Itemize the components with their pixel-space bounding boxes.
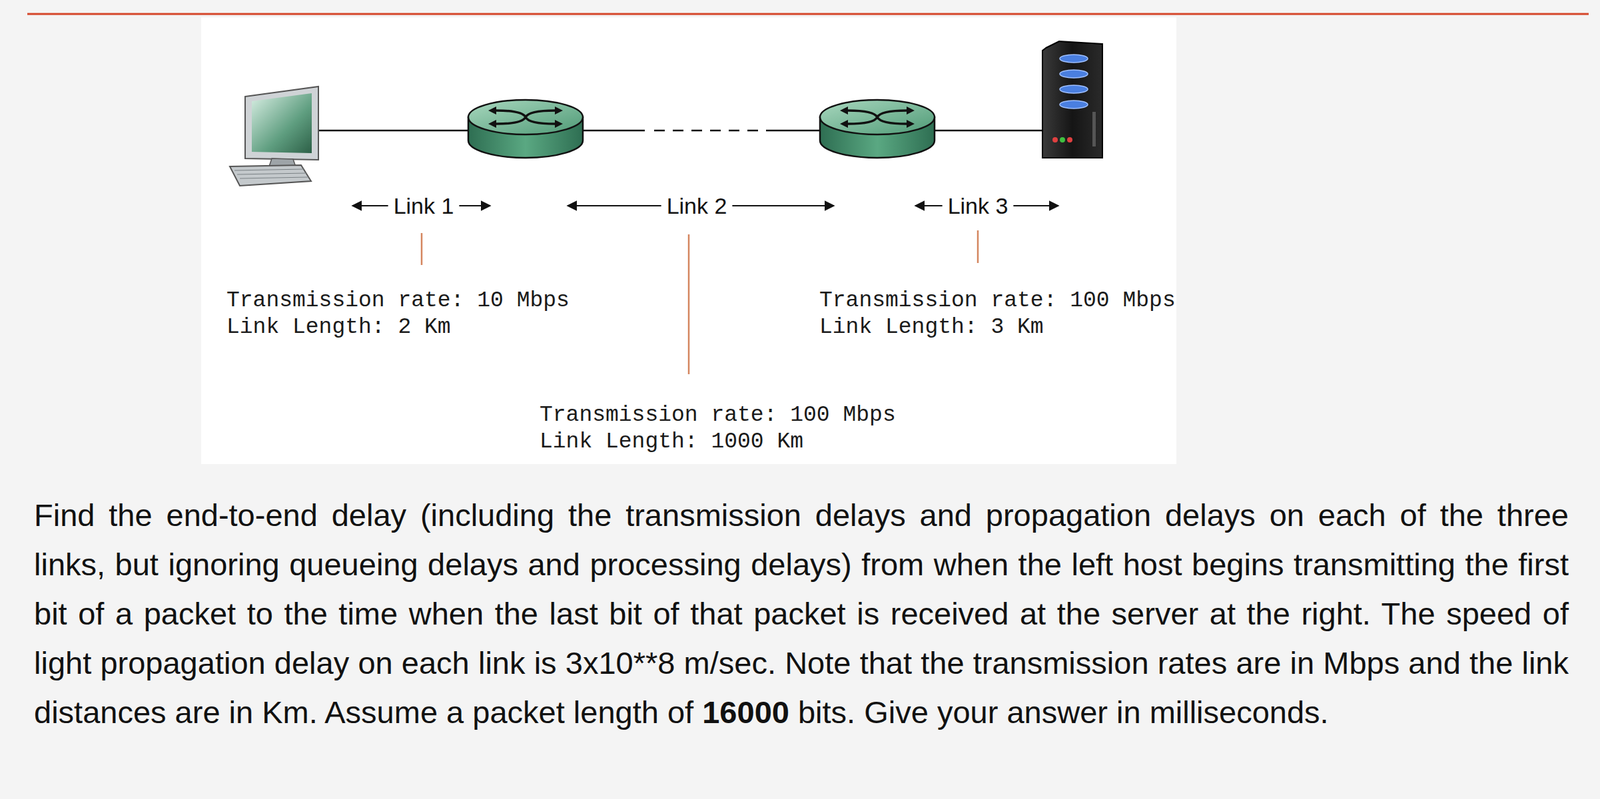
link-name: Link 2 [666, 192, 728, 220]
span-arrow [1013, 205, 1059, 207]
span-arrow [915, 205, 943, 207]
server-tower [1042, 41, 1103, 158]
question-text: bits. Give your answer in milliseconds. [798, 694, 1329, 731]
span-arrow [567, 205, 662, 207]
link-spec: Transmission rate: 100 Mbps [539, 402, 896, 429]
link-name: Link 1 [393, 192, 455, 220]
router-symbol [468, 99, 583, 158]
question-paragraph: Find the end-to-end delay (including the… [33, 490, 1569, 738]
top-rule [27, 13, 1589, 16]
link-spec: Link Length: 1000 Km [539, 428, 804, 456]
figure-panel [201, 17, 1177, 465]
span-arrow [352, 205, 389, 207]
link-spec: Link Length: 2 Km [226, 314, 451, 342]
link-name: Link 3 [947, 192, 1009, 220]
router-symbol [819, 99, 935, 158]
host-computer [229, 86, 319, 186]
link-spec: Transmission rate: 100 Mbps [819, 287, 1176, 315]
packet-length-value: 16000 [702, 694, 790, 731]
link-spec: Transmission rate: 10 Mbps [226, 287, 570, 315]
span-arrow [458, 205, 491, 207]
span-arrow [732, 205, 834, 207]
link-spec: Link Length: 3 Km [819, 314, 1044, 342]
